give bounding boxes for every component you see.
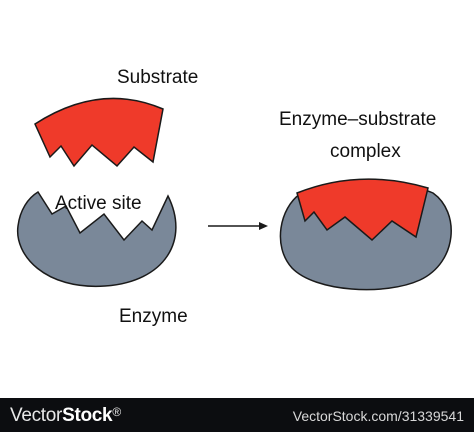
arrow bbox=[208, 222, 268, 230]
complex-label-line1: Enzyme–substrate bbox=[279, 109, 437, 130]
enzyme-label: Enzyme bbox=[119, 306, 188, 327]
footer-bar: VectorStock® VectorStock.com/31339541 bbox=[0, 398, 474, 432]
brand-logo: VectorStock® bbox=[10, 405, 121, 427]
brand-text-stock: Stock bbox=[62, 405, 113, 426]
brand-text-vector: Vector bbox=[10, 405, 63, 426]
complex-substrate-shape bbox=[296, 178, 429, 242]
enzyme-substrate-diagram bbox=[16, 97, 452, 291]
complex-label-line2: complex bbox=[330, 141, 401, 162]
image-id-text: VectorStock.com/31339541 bbox=[292, 408, 464, 424]
brand-registered-mark: ® bbox=[112, 405, 121, 419]
enzyme-shape bbox=[16, 190, 177, 287]
active-site-label: Active site bbox=[55, 193, 142, 214]
substrate-shape bbox=[34, 97, 164, 168]
substrate-label: Substrate bbox=[117, 67, 199, 88]
